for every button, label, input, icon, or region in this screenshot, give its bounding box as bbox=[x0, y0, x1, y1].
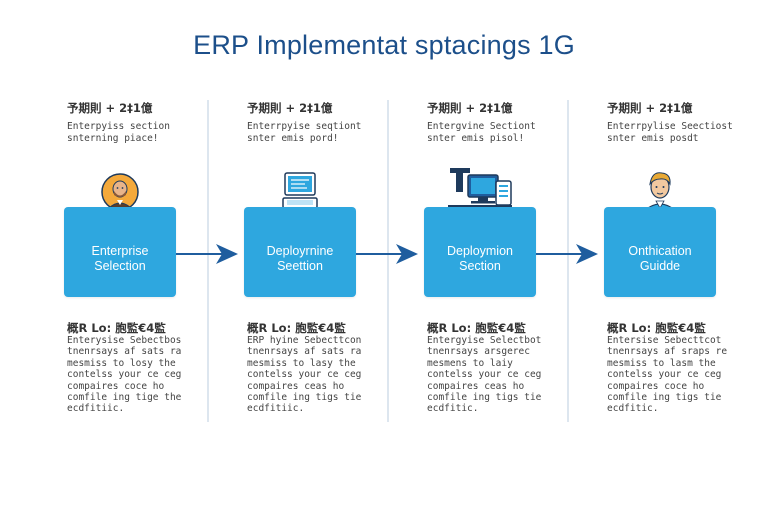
stage-body-line: mesmiss to lasm the bbox=[607, 357, 716, 369]
stage-subtext-line: snter emis pord! bbox=[247, 133, 339, 144]
flow-arrow-icon bbox=[536, 244, 598, 264]
stage-body-line: Entergyise Selectbot bbox=[427, 335, 542, 346]
stage-subtext-line: Enterrpyise seqtiont bbox=[247, 121, 362, 132]
stage-body-line: mesmiss to lasy the bbox=[247, 357, 356, 369]
stage-body-line: Enterysise Sebectbos bbox=[67, 335, 182, 346]
stage-subtext-line: Entergvine Sectiont bbox=[427, 121, 536, 132]
stage-box[interactable]: Deployrnine Seettion bbox=[244, 207, 356, 297]
stage-label-line: Selection bbox=[94, 259, 146, 273]
stage-label-line: Onthication bbox=[628, 244, 692, 258]
stage-heading: 予期則 + 2‡1億 bbox=[607, 101, 693, 115]
stage-heading: 予期則 + 2‡1億 bbox=[67, 101, 153, 115]
stage-column-3: 予期則 + 2‡1億 Entergvine Sectiont snter emi… bbox=[424, 100, 592, 430]
stage-column-2: 予期則 + 2‡1億 Enterrpyise seqtiont snter em… bbox=[244, 100, 412, 430]
stage-body-line: mesmiss to losy the bbox=[67, 357, 176, 369]
stage-subtext: Entergvine Sectiont snter emis pisol! bbox=[427, 121, 587, 145]
stage-body-line: compaires ceas ho bbox=[427, 380, 525, 392]
stage-body-line: contelss your ce ceg bbox=[427, 369, 542, 381]
stage-body-line: contelss your ce ceg bbox=[607, 369, 722, 381]
server-monitor-icon bbox=[424, 168, 536, 212]
stage-body-line: comfile ing tigs tie bbox=[607, 392, 722, 404]
stage-body-line: ecdfitiic. bbox=[247, 403, 305, 415]
stage-body-line: ERP hyine Sebecttcon bbox=[247, 335, 362, 346]
stage-label-line: Guidde bbox=[639, 259, 681, 273]
stage-body-text: Enterysise Sebectbos tnenrsays af sats r… bbox=[67, 335, 227, 415]
stage-body-line: ecdfitic. bbox=[607, 403, 659, 415]
stage-label-line: Seettion bbox=[277, 259, 323, 273]
stage-box[interactable]: Onthication Guidde bbox=[604, 207, 716, 297]
stage-body-line: ecdfitiic. bbox=[67, 403, 125, 415]
stage-label: Enterprise Selection bbox=[92, 230, 149, 274]
stage-subtext: Enterpyiss section snterning piace! bbox=[67, 121, 227, 145]
stage-label-line: Enterprise bbox=[91, 244, 149, 258]
stage-label-line: Deploymion bbox=[446, 244, 513, 258]
stage-label: Onthication Guidde bbox=[628, 230, 691, 274]
stage-heading: 予期則 + 2‡1億 bbox=[247, 101, 333, 115]
businessman-icon bbox=[64, 173, 176, 212]
stage-body-line: ecdfitic. bbox=[427, 403, 479, 415]
stage-subtext: Enterrpyise seqtiont snter emis pord! bbox=[247, 121, 407, 145]
stage-body-line: Entersise Sebecttcot bbox=[607, 335, 722, 346]
stage-body-text: Entergyise Selectbot tnenrsays arsgerec … bbox=[427, 335, 587, 415]
stage-body-line: comfile ing tige the bbox=[67, 392, 182, 404]
stage-body-line: compaires coce ho bbox=[607, 380, 705, 392]
stage-subtext-line: snter emis posdt bbox=[607, 133, 699, 144]
stage-body-line: comfile ing tigs tie bbox=[427, 392, 542, 404]
stage-subtext-line: Enterpyiss section bbox=[67, 121, 170, 132]
column-divider bbox=[567, 100, 569, 422]
stage-label-line: Section bbox=[459, 259, 501, 273]
stage-subtext: Enterrpylise Seectiost snter emis posdt bbox=[607, 121, 767, 145]
stage-column-1: 予期則 + 2‡1億 Enterpyiss section snterning … bbox=[64, 100, 232, 430]
stage-body-line: compaires ceas ho bbox=[247, 380, 345, 392]
stage-subtext-line: Enterrpylise Seectiost bbox=[607, 121, 733, 132]
stage-body-line: tnenrsays af sats ra bbox=[247, 346, 362, 358]
stage-body-line: comfile ing tigs tie bbox=[247, 392, 362, 404]
stage-label: Deployrnine Seettion bbox=[267, 230, 334, 274]
stage-body-text: Entersise Sebecttcot tnenrsays af sraps … bbox=[607, 335, 767, 415]
stage-body-line: contelss your ce ceg bbox=[67, 369, 182, 381]
diagram-title: ERP Implementat sptacings 1G bbox=[193, 30, 575, 60]
stage-subtext-line: snter emis pisol! bbox=[427, 133, 525, 144]
stage-body-line: tnenrsays af sats ra bbox=[67, 346, 182, 358]
stage-body-line: contelss your ce ceg bbox=[247, 369, 362, 381]
stage-body-line: mesmens to laiy bbox=[427, 357, 513, 369]
stage-body-line: tnenrsays af sraps re bbox=[607, 346, 728, 358]
column-divider bbox=[387, 100, 389, 422]
stage-box[interactable]: Deploymion Section bbox=[424, 207, 536, 297]
stage-column-4: 予期則 + 2‡1億 Enterrpylise Seectiost snter … bbox=[604, 100, 768, 430]
stage-label-line: Deployrnine bbox=[266, 244, 334, 258]
stage-body-heading: 概R Lo: 胞監€4監 bbox=[67, 321, 166, 335]
stage-body-heading: 概R Lo: 胞監€4監 bbox=[607, 321, 706, 335]
flow-arrow-icon bbox=[356, 244, 418, 264]
column-divider bbox=[207, 100, 209, 422]
stage-heading: 予期則 + 2‡1億 bbox=[427, 101, 513, 115]
stage-label: Deploymion Section bbox=[447, 230, 513, 274]
flow-arrow-icon bbox=[176, 244, 238, 264]
stage-body-line: tnenrsays arsgerec bbox=[427, 346, 530, 358]
stage-body-heading: 概R Lo: 胞監€4監 bbox=[427, 321, 526, 335]
stage-body-line: compaires coce ho bbox=[67, 380, 165, 392]
stage-body-heading: 概R Lo: 胞監€4監 bbox=[247, 321, 346, 335]
stage-subtext-line: snterning piace! bbox=[67, 133, 159, 144]
stage-body-text: ERP hyine Sebecttcon tnenrsays af sats r… bbox=[247, 335, 407, 415]
stage-box[interactable]: Enterprise Selection bbox=[64, 207, 176, 297]
